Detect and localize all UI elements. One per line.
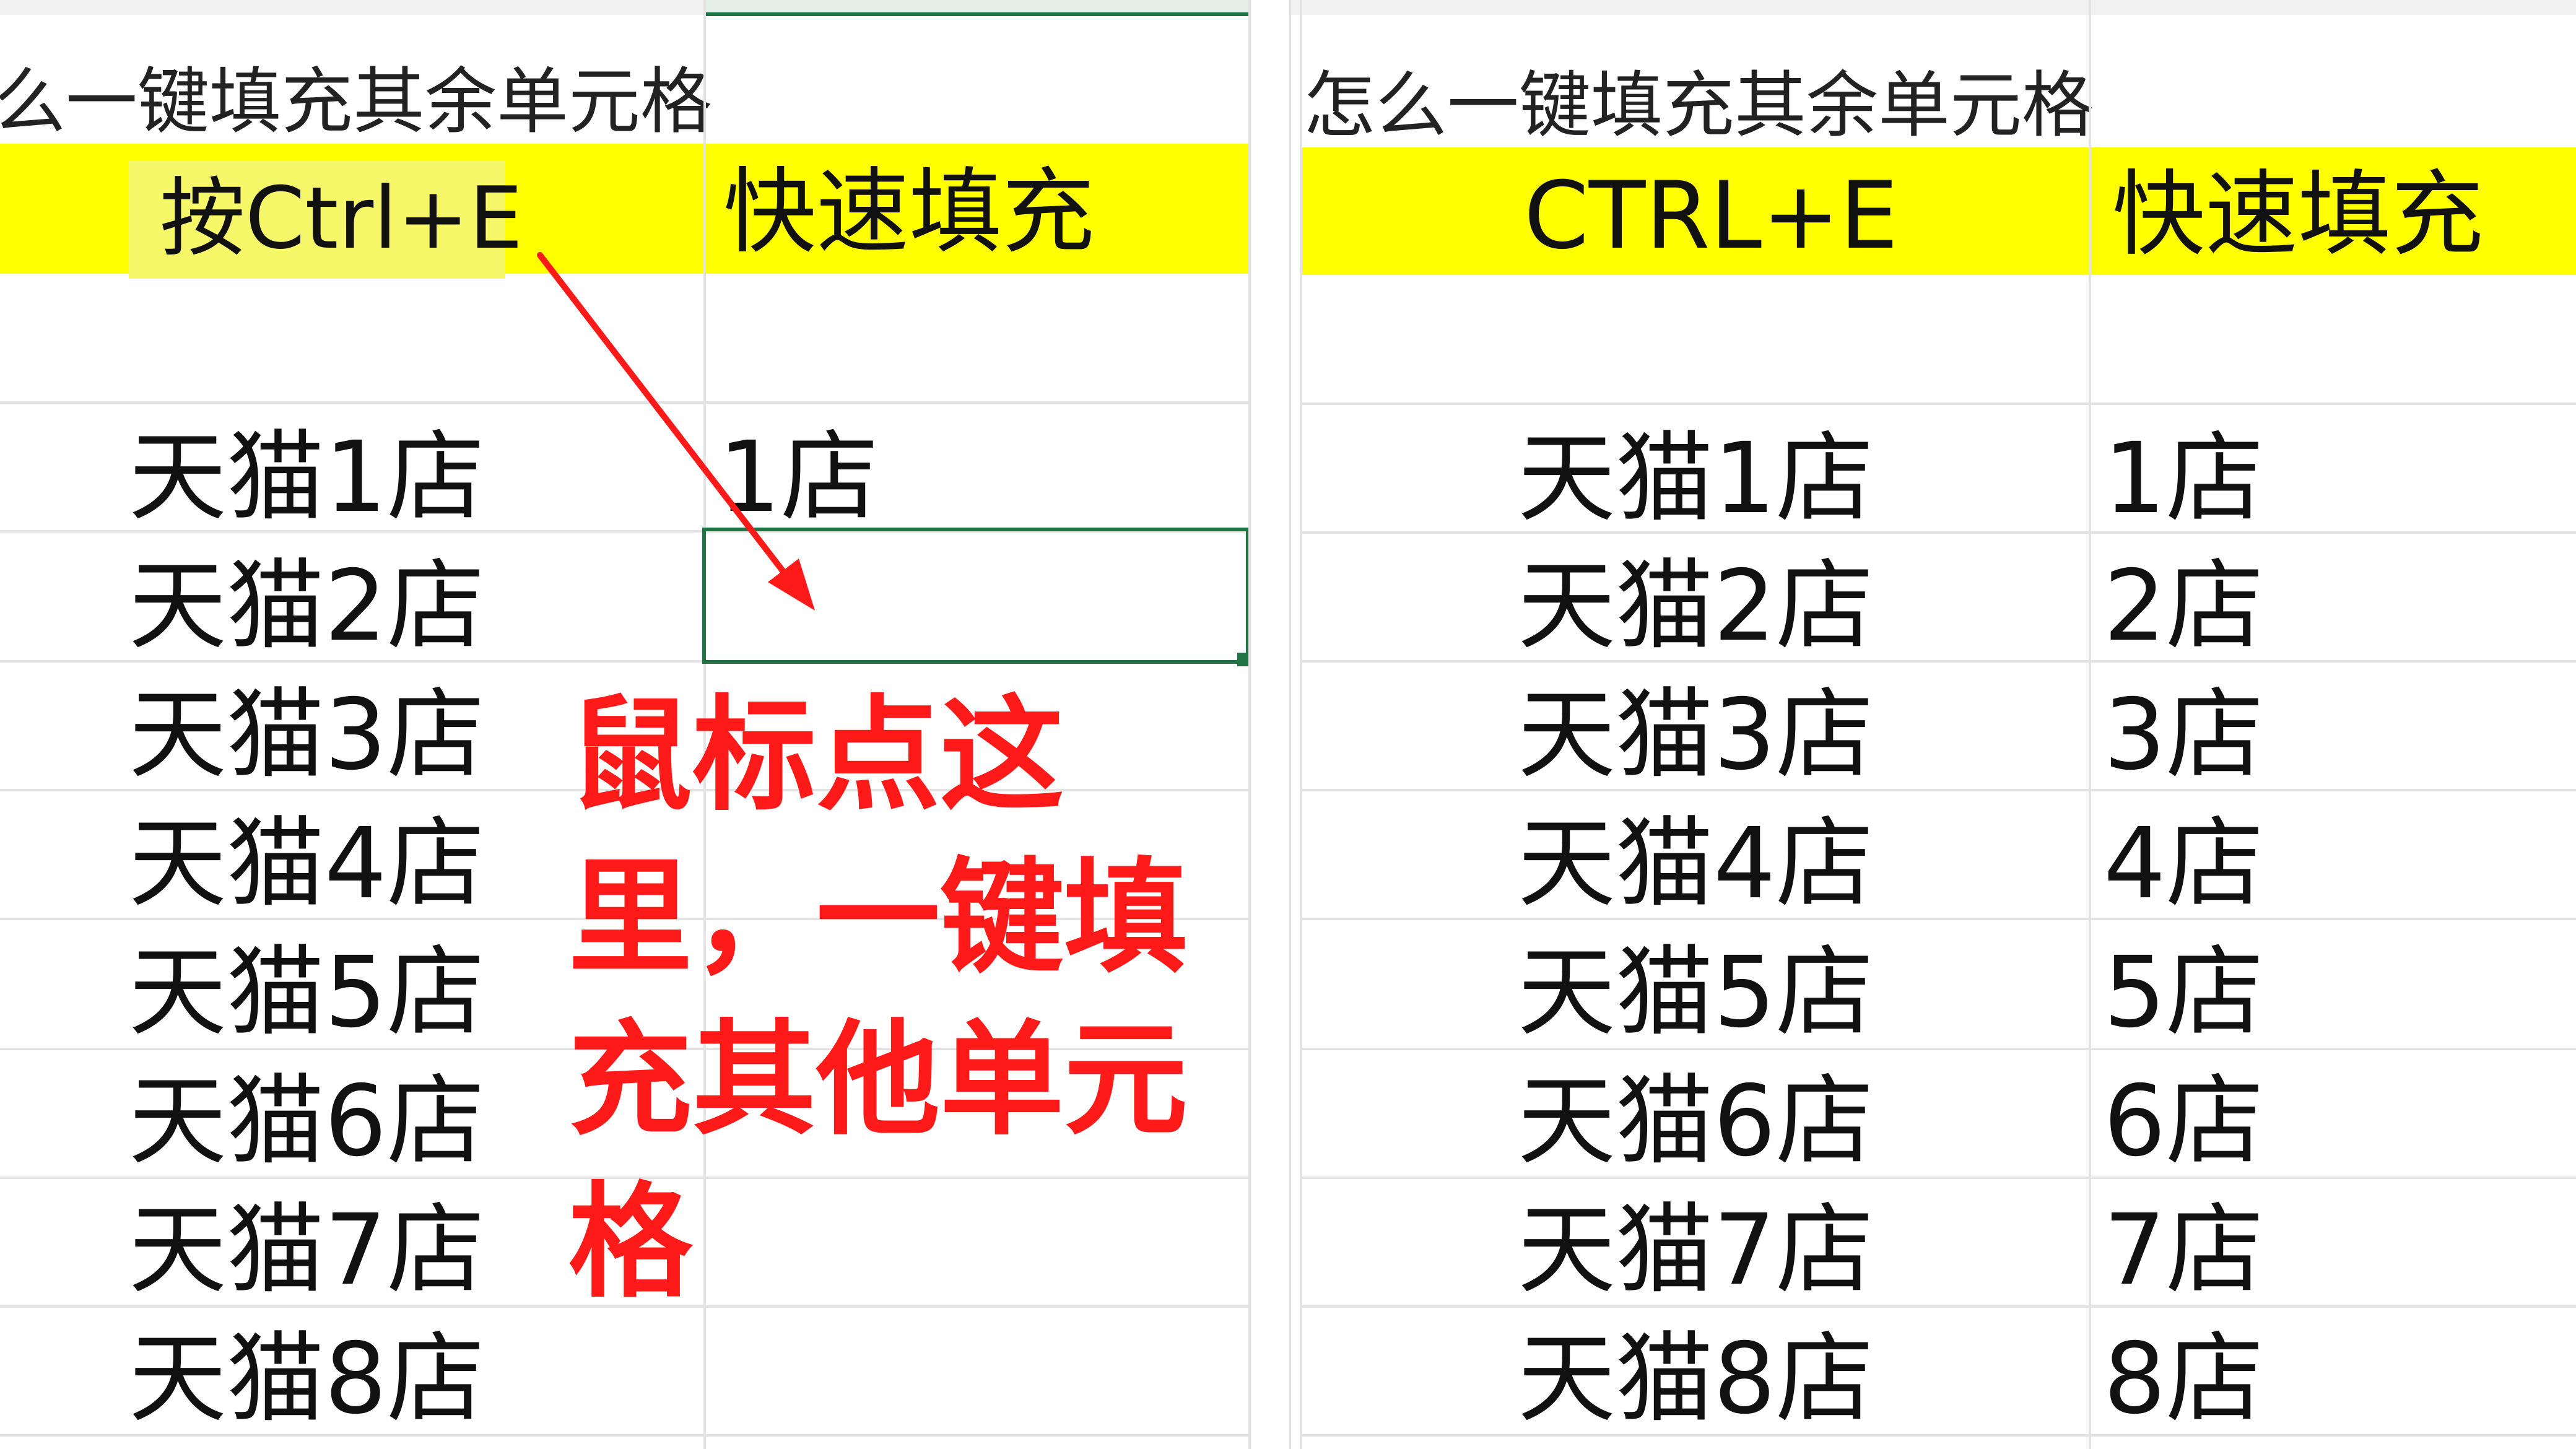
cell-a7[interactable]: 天猫7店: [1518, 1193, 1874, 1307]
cell-b2[interactable]: 2店: [2104, 549, 2264, 663]
cell-a7[interactable]: 天猫7店: [129, 1193, 485, 1307]
gridline: [0, 1048, 1248, 1050]
gridline: [1300, 0, 1302, 1449]
panel-divider-line: [1248, 0, 1251, 1449]
annotation-line-4: 格: [568, 1170, 693, 1315]
cell-b3[interactable]: 3店: [2104, 678, 2264, 792]
active-column-header: [706, 0, 1248, 16]
selected-cell-b2[interactable]: [702, 528, 1248, 664]
cell-a6[interactable]: 天猫6店: [1518, 1064, 1874, 1178]
gridline: [0, 1177, 1248, 1179]
gridline: [1300, 1305, 2576, 1308]
sheet-title: 怎么一键填充其余单元格: [1303, 64, 2094, 147]
column-header-strip: [1291, 0, 2576, 15]
cell-a5[interactable]: 天猫5店: [129, 936, 485, 1050]
cell-b5[interactable]: 5店: [2104, 936, 2264, 1050]
right-spreadsheet-panel: 怎么一键填充其余单元格 CTRL+E 快速填充 天猫1店 天猫2店 天猫3店 天…: [1291, 0, 2576, 1449]
header-quick-fill[interactable]: 快速填充: [723, 159, 1095, 266]
gridline: [1300, 1177, 2576, 1179]
cell-a3[interactable]: 天猫3店: [129, 678, 485, 792]
gridline: [0, 530, 1248, 533]
gridline: [0, 789, 1248, 791]
annotation-line-3: 充其他单元: [568, 1008, 1188, 1152]
cell-a6[interactable]: 天猫6店: [129, 1064, 485, 1178]
gridline: [1300, 1048, 2576, 1050]
gridline: [1300, 531, 2576, 534]
fill-handle[interactable]: [1237, 653, 1248, 666]
cell-a1[interactable]: 天猫1店: [1518, 422, 1874, 536]
red-arrow-icon: [537, 252, 815, 611]
cell-b7[interactable]: 7店: [2104, 1193, 2264, 1307]
gridline: [1300, 918, 2576, 920]
cell-a3[interactable]: 天猫3店: [1518, 678, 1874, 792]
gridline: [0, 660, 1248, 663]
gridline: [2089, 0, 2091, 1449]
header-ctrl-e[interactable]: 按Ctrl+E: [160, 168, 523, 268]
cell-a8[interactable]: 天猫8店: [1518, 1322, 1874, 1436]
cell-b4[interactable]: 4店: [2104, 807, 2264, 921]
gridline: [0, 1434, 1248, 1437]
header-band: [1300, 147, 2576, 275]
header-ctrl-e[interactable]: CTRL+E: [1524, 162, 1899, 270]
cell-a4[interactable]: 天猫4店: [1518, 807, 1874, 921]
cell-b8[interactable]: 8店: [2104, 1322, 2264, 1436]
cell-b1[interactable]: 1店: [2104, 422, 2264, 536]
header-cell-shade: [129, 161, 505, 279]
sheet-title: 么一键填充其余单元格: [0, 60, 712, 144]
gridline: [0, 1305, 1248, 1308]
cell-a2[interactable]: 天猫2店: [1518, 549, 1874, 663]
cell-a4[interactable]: 天猫4店: [129, 807, 485, 921]
annotation-line-1: 鼠标点这: [568, 684, 1064, 828]
panel-divider-line: [1289, 0, 1292, 1449]
gridline: [1300, 402, 2576, 405]
panel-divider: [1248, 0, 1291, 1449]
gridline: [1300, 789, 2576, 791]
cell-a5[interactable]: 天猫5店: [1518, 936, 1874, 1050]
gridline: [0, 918, 1248, 920]
left-spreadsheet-panel: 么一键填充其余单元格 按Ctrl+E 快速填充 天猫1店 天猫2店 天猫3店 天…: [0, 0, 1248, 1449]
gridline: [1300, 660, 2576, 663]
header-quick-fill[interactable]: 快速填充: [2112, 161, 2484, 269]
gridline: [1300, 1434, 2576, 1437]
gridline: [0, 401, 1248, 404]
cell-a1[interactable]: 天猫1店: [129, 420, 485, 534]
cell-a2[interactable]: 天猫2店: [129, 549, 485, 663]
cell-b6[interactable]: 6店: [2104, 1064, 2264, 1178]
cell-b1[interactable]: 1店: [718, 420, 879, 534]
annotation-line-2: 里，一键填: [568, 846, 1188, 990]
gridline: [703, 0, 706, 1449]
cell-a8[interactable]: 天猫8店: [129, 1322, 485, 1436]
